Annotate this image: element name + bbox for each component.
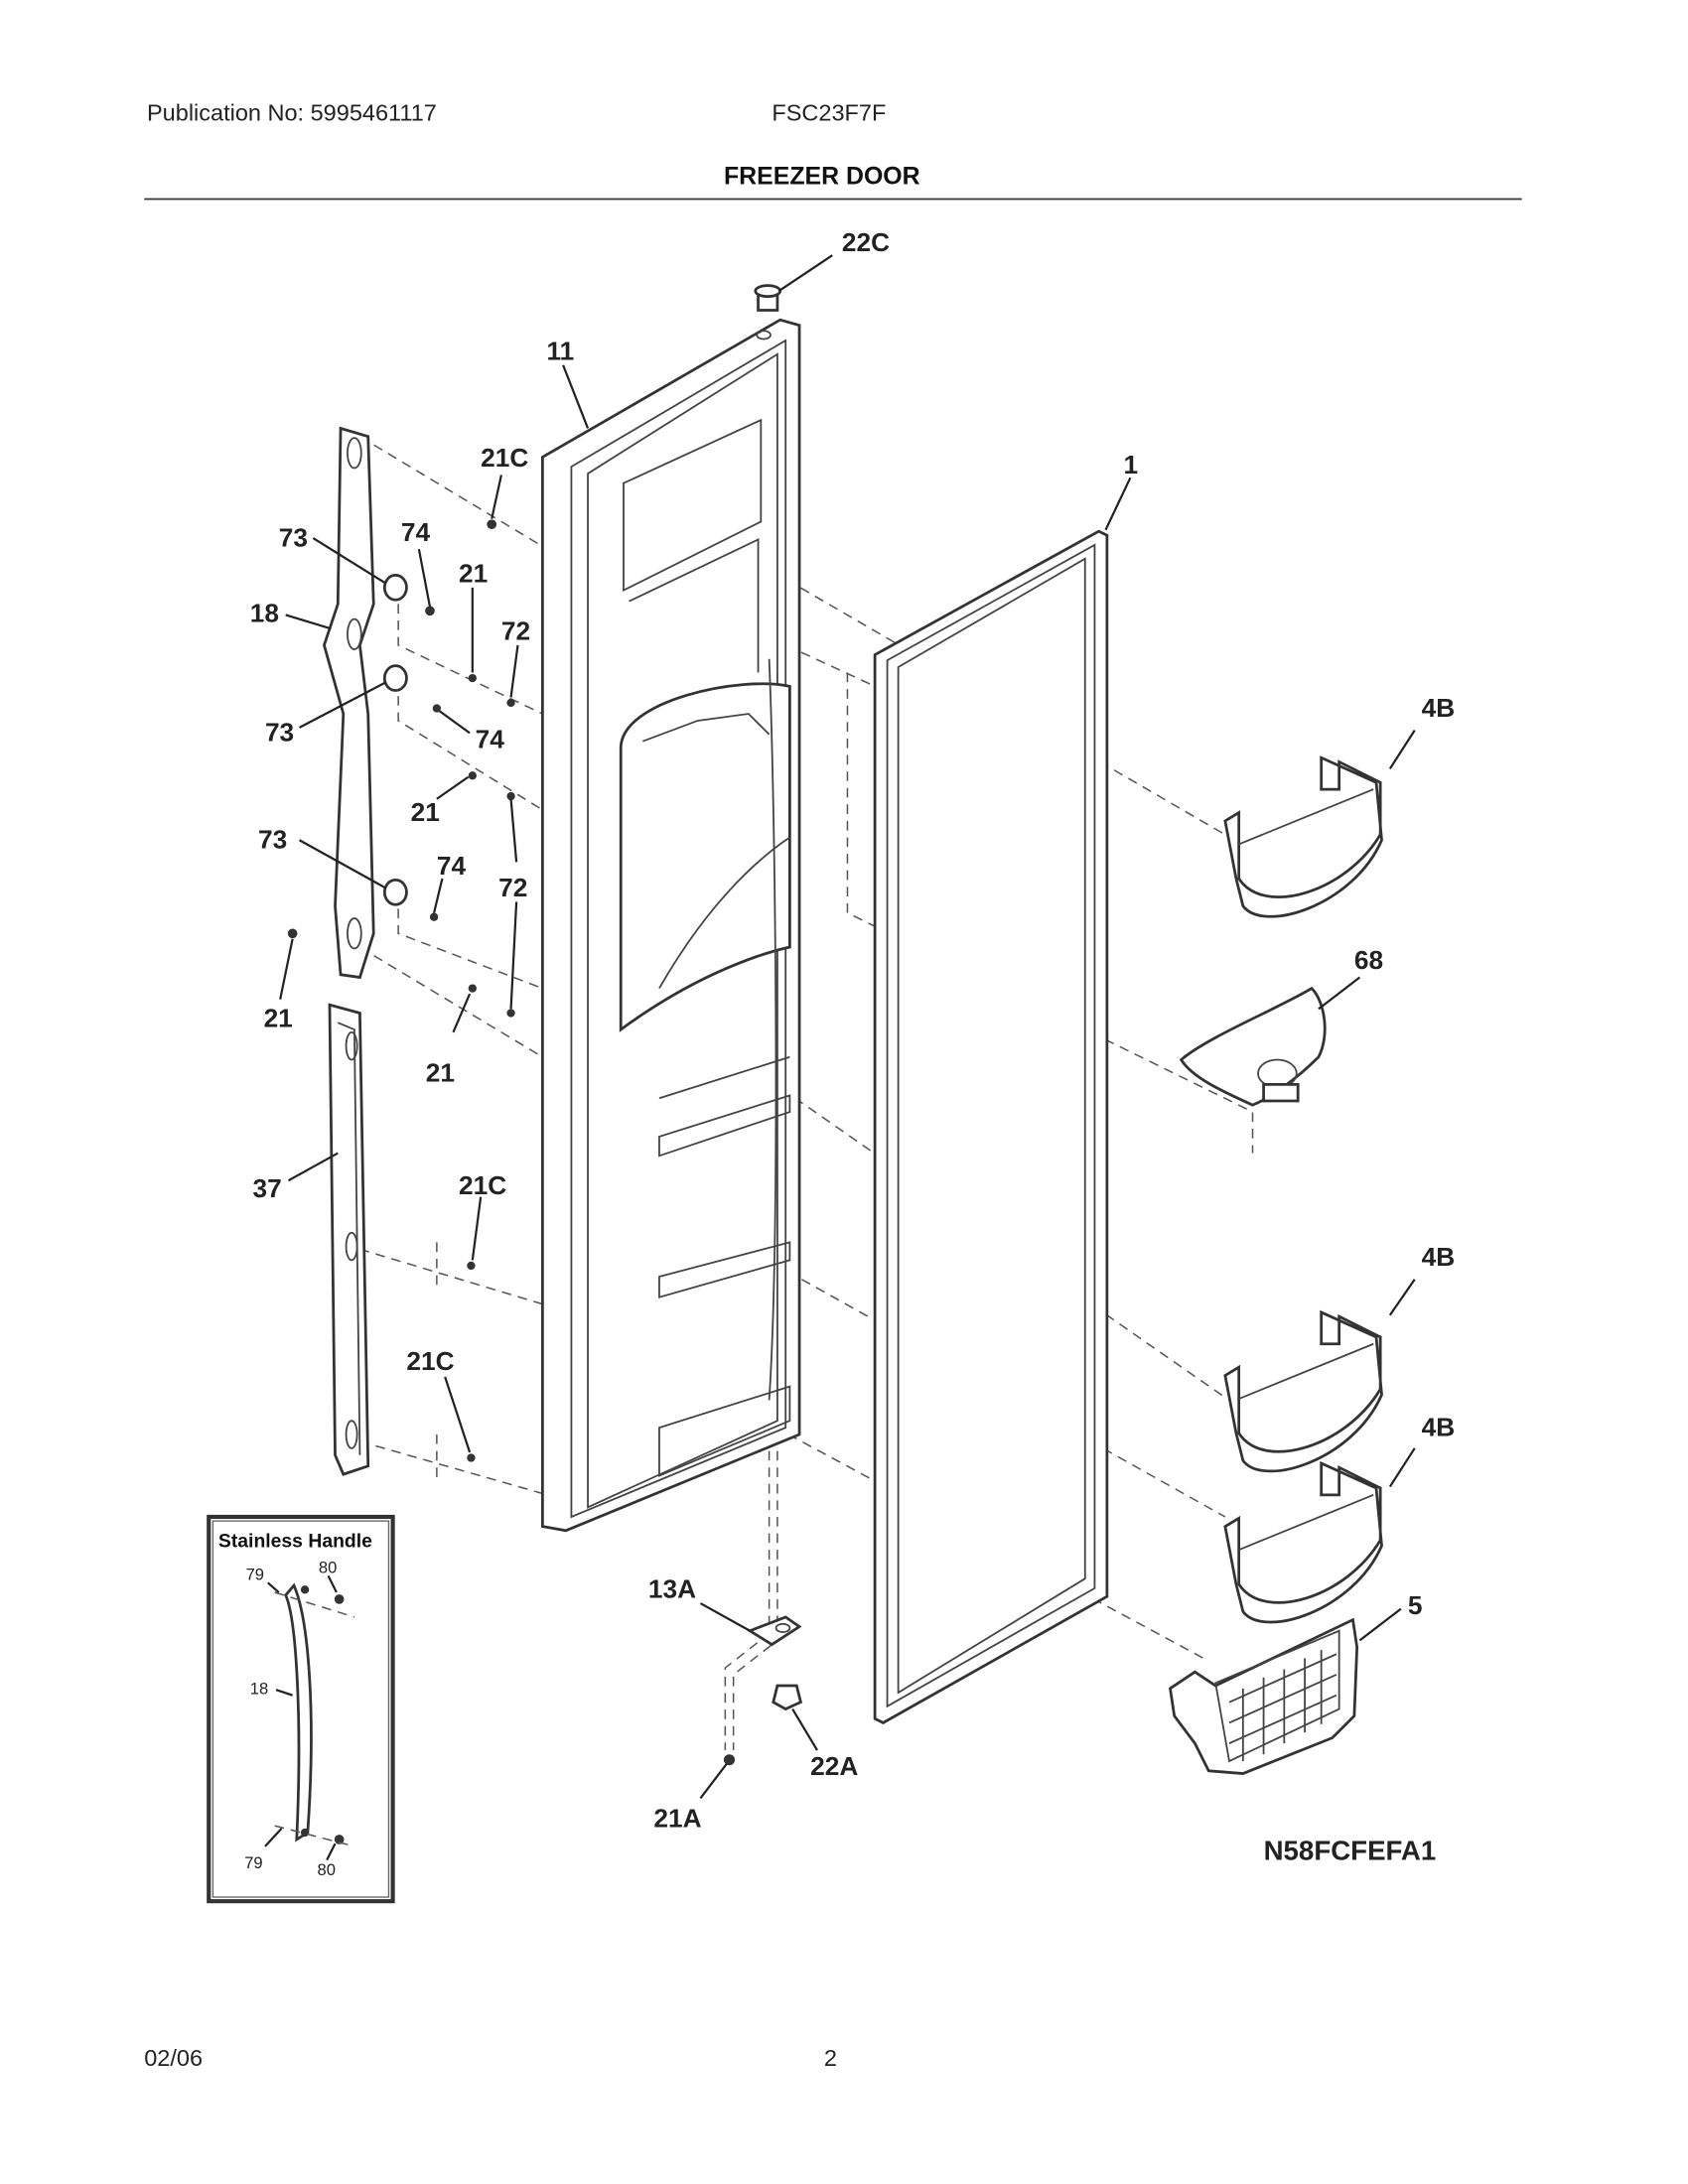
- callout-21c-low: 21C: [406, 1346, 454, 1376]
- inset-labels: 79 80 18 79 80: [244, 1559, 337, 1879]
- callout-21-b: 21: [411, 797, 440, 827]
- publication-number: Publication No: 5995461117: [147, 100, 437, 126]
- callout-13a: 13A: [648, 1574, 696, 1604]
- callout-21a: 21A: [653, 1803, 701, 1833]
- door-bin-part-4B-middle: [1223, 1309, 1383, 1473]
- callout-74-a: 74: [401, 517, 431, 547]
- callout-1: 1: [1123, 450, 1138, 479]
- callout-4b-c: 4B: [1422, 1412, 1456, 1441]
- callout-73-c: 73: [258, 825, 287, 855]
- callout-21-c: 21: [264, 1003, 293, 1032]
- trim-part-37: [328, 1003, 370, 1476]
- explosion-guide-lines: [359, 436, 1254, 1751]
- inset-label-79-bottom: 79: [244, 1853, 262, 1872]
- callout-leader-lines: [279, 254, 1416, 1800]
- page-title: FREEZER DOOR: [724, 162, 920, 190]
- callout-5: 5: [1408, 1590, 1423, 1620]
- hinge-part-13A: [747, 1615, 802, 1647]
- callout-22a: 22A: [810, 1751, 858, 1781]
- screws: [287, 519, 736, 1766]
- inset-label-80-bottom: 80: [318, 1860, 336, 1879]
- inset-title: Stainless Handle: [218, 1530, 372, 1552]
- diagram-code: N58FCFEFA1: [1264, 1836, 1437, 1866]
- ice-dispenser-cup-part-68: [1179, 986, 1327, 1107]
- callout-72-a: 72: [501, 615, 530, 645]
- callout-74-b: 74: [476, 725, 505, 754]
- callout-21-a: 21: [459, 558, 488, 588]
- model-number: FSC23F7F: [772, 100, 886, 126]
- handle-caps-part-73: [382, 574, 408, 906]
- callout-74-c: 74: [437, 851, 467, 881]
- stainless-handle-part-18: [284, 1582, 313, 1843]
- callout-11: 11: [547, 336, 575, 365]
- door-bin-part-4B-upper: [1223, 755, 1383, 918]
- callout-22c: 22C: [842, 227, 890, 257]
- stainless-handle-inset: Stainless Handle 79 80 18 79 80: [207, 1514, 395, 1904]
- door-gasket-part-1: [873, 529, 1109, 1724]
- callout-21c-mid: 21C: [459, 1170, 506, 1200]
- page-number: 2: [824, 2045, 837, 2071]
- inset-label-18: 18: [250, 1679, 268, 1698]
- footer-date: 02/06: [144, 2045, 203, 2071]
- callout-21-d: 21: [426, 1058, 455, 1088]
- callout-73-a: 73: [279, 522, 308, 552]
- door-bin-part-4B-lower: [1223, 1460, 1383, 1624]
- callout-68: 68: [1354, 945, 1383, 975]
- wire-basket-part-5: [1169, 1617, 1359, 1775]
- hinge-bushing-part-22C: [754, 284, 782, 312]
- inset-label-80-top: 80: [319, 1559, 337, 1577]
- callout-labels: 22C 11 21C 1 73 74 21 18 72 73 74 4B 21 73 74 72 68 21 21 3…: [250, 227, 1455, 1833]
- callout-4b-b: 4B: [1422, 1242, 1456, 1272]
- callout-4b-a: 4B: [1422, 693, 1456, 723]
- callout-72-b: 72: [498, 873, 527, 902]
- callout-37: 37: [253, 1173, 282, 1203]
- callout-21c-top: 21C: [481, 443, 528, 473]
- inset-label-79-top: 79: [246, 1566, 264, 1584]
- callout-18: 18: [250, 598, 279, 627]
- callout-73-b: 73: [265, 718, 294, 748]
- hinge-bushing-part-22A: [772, 1684, 803, 1711]
- freezer-door-part-11: [540, 318, 801, 1533]
